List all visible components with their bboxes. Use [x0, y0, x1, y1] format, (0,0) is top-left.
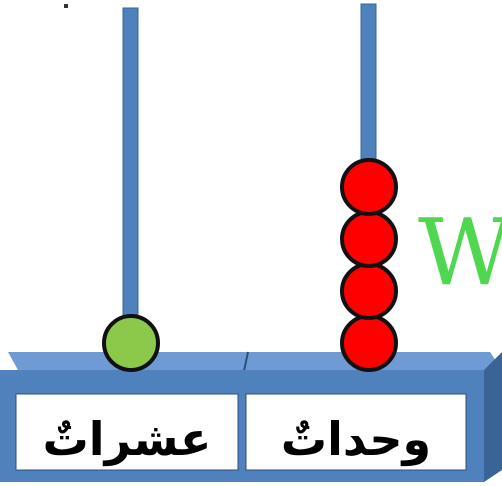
corner-mark [64, 4, 68, 8]
tens-label: عشراتٌ [43, 412, 212, 466]
units-bead [342, 264, 396, 318]
units-bead [342, 316, 396, 370]
base-side-face [484, 352, 502, 482]
rod-tens [123, 8, 138, 348]
units-beads [342, 160, 396, 370]
overlay-letter: W [418, 199, 502, 306]
units-label: وحداتٌ [281, 412, 431, 466]
units-bead [342, 212, 396, 266]
rod-units [361, 4, 376, 174]
tens-beads [104, 316, 158, 370]
base-top-face [8, 352, 502, 370]
tens-bead [104, 316, 158, 370]
units-bead [342, 160, 396, 214]
